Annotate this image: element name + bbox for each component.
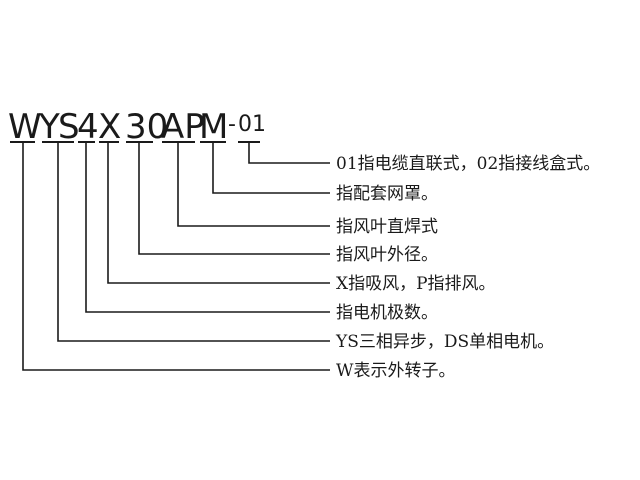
desc-guard: 指配套网罩。 xyxy=(336,184,438,204)
leader-line-4 xyxy=(85,143,330,313)
code-char-30: 30 xyxy=(125,107,168,147)
code-char-ap: AP xyxy=(161,107,205,147)
code-char-4: 4 xyxy=(77,107,99,147)
code-char-s: S xyxy=(58,107,80,147)
desc-outer-rotor: W表示外转子。 xyxy=(336,361,455,381)
leader-line-ys xyxy=(57,143,330,342)
leader-line-01 xyxy=(248,143,330,164)
desc-connection-type: 01指电缆直联式，02指接线盒式。 xyxy=(336,154,600,174)
leader-line-x xyxy=(107,143,330,284)
desc-phase-type: YS三相异步，DS单相电机。 xyxy=(335,332,554,352)
leader-lines xyxy=(22,143,330,371)
code-char-dash: - xyxy=(228,112,236,137)
model-code: W Y S 4 X 30 AP M - 01 xyxy=(8,107,266,147)
leader-line-m xyxy=(212,143,330,194)
leader-line-ap xyxy=(177,143,330,227)
code-char-m: M xyxy=(199,107,228,147)
code-char-01: 01 xyxy=(238,112,266,137)
code-char-w: W xyxy=(8,107,42,147)
desc-airflow-direction: X指吸风，P指排风。 xyxy=(336,274,496,294)
desc-pole-count: 指电机极数。 xyxy=(336,303,438,323)
code-char-y: Y xyxy=(38,107,60,147)
leader-line-w xyxy=(22,143,330,371)
leader-line-30 xyxy=(138,143,330,255)
desc-blade-welding: 指风叶直焊式 xyxy=(336,217,438,237)
desc-blade-diameter: 指风叶外径。 xyxy=(336,245,438,265)
descriptions: 01指电缆直联式，02指接线盒式。 指配套网罩。 指风叶直焊式 指风叶外径。 X… xyxy=(335,154,600,381)
code-char-x: X xyxy=(98,107,121,147)
